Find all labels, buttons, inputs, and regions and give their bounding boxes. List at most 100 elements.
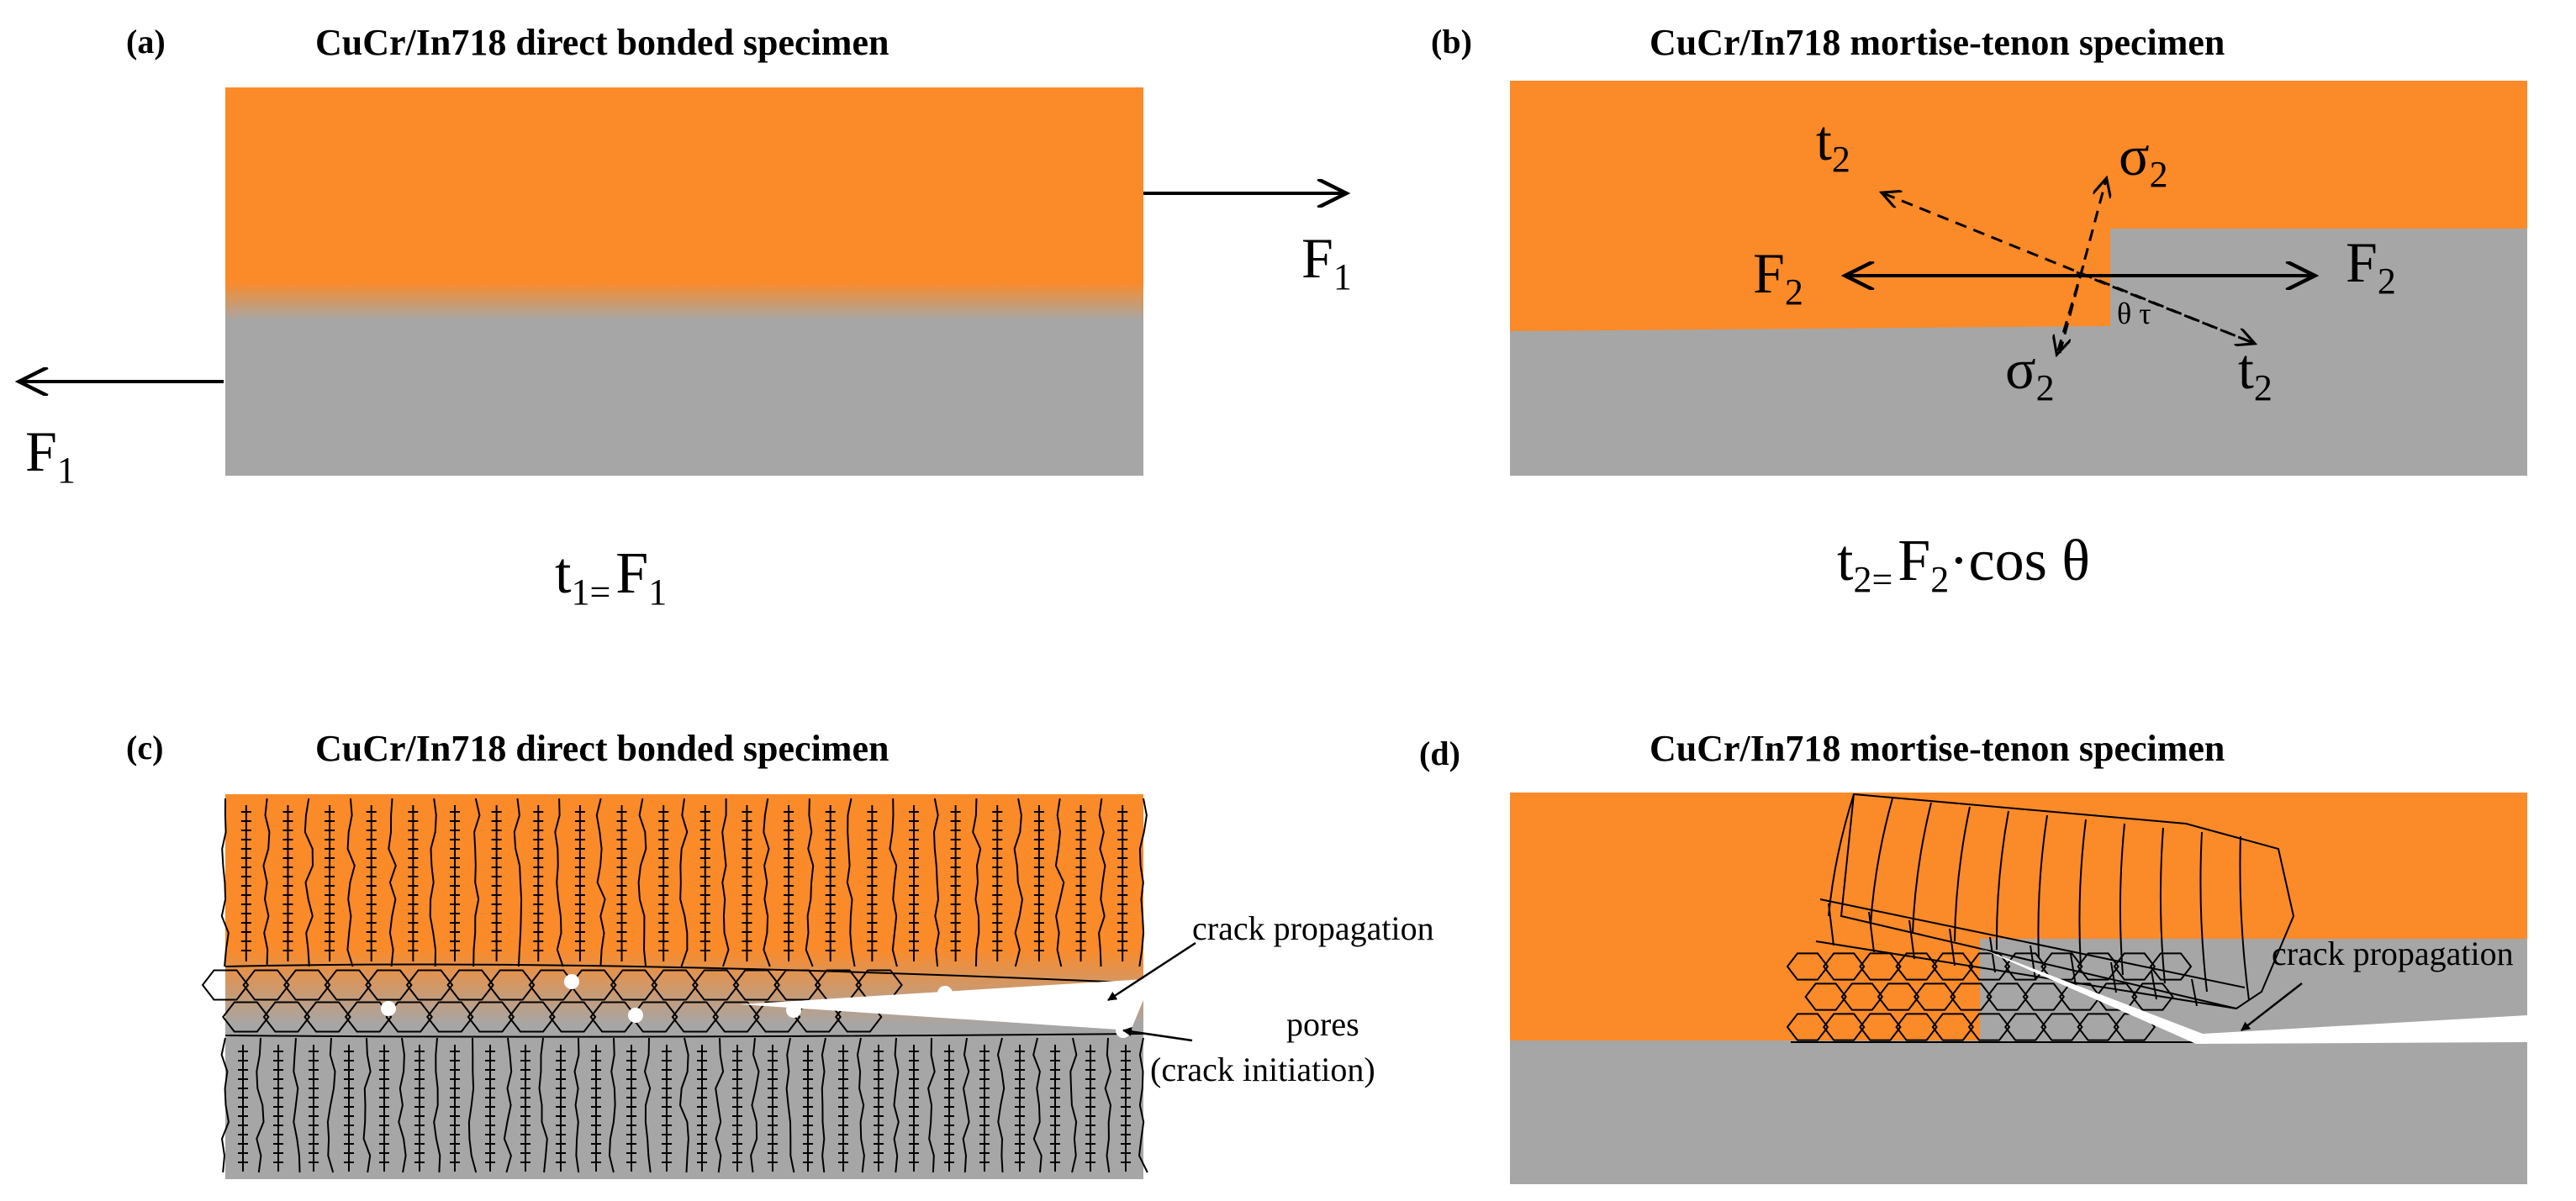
cucr-grain-boundary [932, 798, 940, 967]
small-grain-boundary [1828, 903, 1834, 946]
equiaxed-grain [242, 969, 290, 1001]
panel-a-label: (a) [126, 23, 166, 61]
cucr-grain-boundary [1054, 798, 1065, 967]
equiaxed-grain-d [2113, 952, 2156, 981]
equiaxed-grain-d [1895, 952, 1938, 981]
in718-grain-boundary [962, 1037, 970, 1173]
in718-grain-boundary [608, 1037, 616, 1173]
panel-b: (b) CuCr/In718 mortise-tenon specimen t2… [1431, 22, 2527, 600]
small-grain-boundary [1868, 911, 1875, 953]
pore [381, 1001, 396, 1016]
cucr-grain-boundary [972, 798, 982, 967]
equiaxed-grain [262, 1001, 311, 1033]
cucr-grain-boundary [554, 798, 564, 967]
cucr-tenon-region [1510, 81, 2527, 331]
equiaxed-grains-interface [201, 963, 1144, 1038]
equiaxed-grain-d [1822, 952, 1866, 981]
tilted-grain-boundary [1954, 806, 1971, 942]
equiaxed-grain [732, 969, 781, 1001]
in718-grain-boundary [927, 1037, 936, 1173]
pore [564, 974, 579, 989]
direct-bonded-specimen [225, 87, 1143, 476]
in718-grain-boundary [678, 1037, 689, 1173]
panel-c-title: CuCr/In718 direct bonded specimen [315, 728, 889, 769]
tenon-grain-outline [1840, 793, 2295, 1010]
panel-b-label: (b) [1431, 23, 1472, 61]
equiaxed-grain [773, 969, 821, 1001]
equiaxed-grain [487, 969, 536, 1001]
equiaxed-grain [344, 1001, 393, 1033]
in718-grain-boundary [856, 1037, 865, 1173]
equiaxed-grain-d [1786, 1013, 1829, 1041]
in718-grain-boundary [750, 1037, 760, 1173]
equiaxed-grain-d [1913, 982, 1956, 1011]
equiaxed-grain-d [1950, 982, 1993, 1011]
cucr-grain-boundary [889, 798, 898, 967]
equiaxed-grain-d [1822, 1013, 1866, 1041]
cucr-grain-boundary [472, 798, 481, 967]
sigma2-label-top: σ2 [2119, 124, 2168, 195]
equiaxed-grain [201, 969, 250, 1001]
cucr-tenon-region-d [1510, 793, 2527, 1040]
crack-propagation-leader-d [2241, 982, 2303, 1031]
crack-d [1980, 948, 2527, 1044]
grain-row-line [1819, 898, 2246, 988]
in718-grain-boundary [503, 1037, 513, 1173]
equiaxed-grain [426, 1001, 474, 1033]
cucr-grain-boundary [388, 798, 397, 967]
crack-c [740, 979, 1145, 1030]
panel-a: (a) CuCr/In718 direct bonded specimen F1… [22, 22, 1352, 613]
equiaxed-grain [508, 1001, 556, 1033]
equation-b: t2=F2·cos θ [1837, 529, 2090, 600]
in718-grain-boundary [643, 1037, 652, 1173]
normal-dashed-line [2058, 180, 2106, 354]
in718-grain-boundary [256, 1037, 265, 1173]
tilted-grain-boundary [2239, 835, 2250, 1001]
equiaxed-grain-d [2149, 952, 2193, 981]
equiaxed-grain-d [1804, 982, 1847, 1011]
crack-propagation-leader-c [1107, 941, 1196, 1002]
cucr-grain-boundary [637, 798, 647, 967]
cucr-grain-boundary [346, 798, 356, 967]
panel-b-title: CuCr/In718 mortise-tenon specimen [1650, 22, 2225, 63]
interface-line-lower [224, 1033, 1144, 1038]
equiaxed-grain [548, 1001, 597, 1033]
equiaxed-grain-d [1931, 1013, 1975, 1041]
columnar-grains-in718 [220, 1037, 1148, 1173]
equiaxed-grain [385, 1001, 433, 1033]
equiaxed-grain-d [2058, 982, 2102, 1011]
interface-line-upper [224, 963, 1144, 984]
shear-dashed-line-right [2076, 271, 2253, 343]
equiaxed-grain [467, 1001, 515, 1033]
equiaxed-grain [691, 969, 740, 1001]
f2-label-left: F2 [1753, 241, 1803, 313]
equiaxed-grain [365, 969, 413, 1001]
in718-grain-boundary [1104, 1037, 1112, 1173]
crack-propagation-label-c: crack propagation [1192, 909, 1434, 947]
normal-dashed-line-down [2057, 265, 2085, 353]
equiaxed-grain-d [2077, 952, 2119, 981]
pore [786, 1003, 801, 1018]
cucr-grain-boundary [1098, 798, 1106, 967]
equiaxed-grain-d [2040, 1013, 2083, 1041]
cucr-grain-boundary [220, 798, 230, 967]
equiaxed-grain-d [1895, 1013, 1938, 1041]
cucr-grain-boundary [513, 798, 523, 967]
in718-grain-boundary [398, 1037, 407, 1173]
cucr-grain-boundary [679, 798, 689, 967]
in718-grain-boundary [433, 1037, 441, 1173]
small-grain-boundary [1989, 936, 1996, 973]
equiaxed-grain-d [1859, 952, 1902, 981]
tilted-grain-boundary [1995, 810, 2009, 951]
force-label-bottom: F1 [25, 419, 76, 491]
pore [628, 1008, 643, 1023]
tilted-grain-boundary [2078, 819, 2087, 967]
cucr-grain-boundary [721, 798, 730, 967]
crack-propagation-label-d: crack propagation [2272, 935, 2514, 972]
in718-grain-boundary [1069, 1037, 1078, 1173]
cucr-grain-boundary [595, 798, 606, 967]
tilted-grain-boundary [2159, 827, 2166, 984]
equiaxed-grain-d [2022, 982, 2066, 1011]
crack-initiation-label: (crack initiation) [1150, 1051, 1375, 1088]
